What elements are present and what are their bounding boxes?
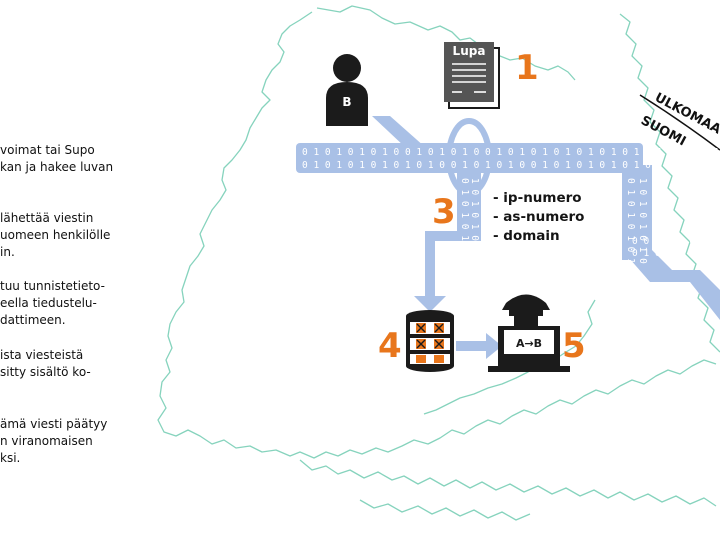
step-number-3: 3 <box>432 192 456 232</box>
left-paragraph-3-line-3: dattimeen. <box>0 313 66 327</box>
stream-down <box>425 231 435 299</box>
step-number-1: 1 <box>515 48 539 88</box>
arrow-to-db <box>414 296 446 312</box>
left-paragraph-3-line-1: tuu tunnistetieto- <box>0 279 105 293</box>
country-border-line <box>639 94 720 151</box>
search-term-as: - as-numero <box>493 209 585 225</box>
left-paragraph-1: voimat tai Supo kan ja hakee luvan <box>0 142 150 176</box>
left-paragraph-4: ista viesteistä sitty sisältö ko- <box>0 347 150 381</box>
person-b-icon: B <box>326 54 368 126</box>
stream-right-bend <box>622 250 720 320</box>
stream-tap-vertical <box>457 168 481 238</box>
left-paragraph-5-line-1: ämä viesti päätyy <box>0 417 108 431</box>
step-number-5: 5 <box>562 326 586 366</box>
left-paragraph-2: lähettää viestin uomeen henkilölle in. <box>0 210 150 261</box>
map-south-islands <box>299 459 717 521</box>
binary-vertical-mid: 0 1 0 1 0 1 <box>459 178 470 241</box>
binary-right-1: 0 0 1 0 1 0 1 0 1 0 <box>632 236 720 247</box>
interception-ring <box>446 118 492 196</box>
data-stream <box>296 116 720 359</box>
left-paragraph-2-line-2: uomeen henkilölle <box>0 228 111 242</box>
binary-row-1: 0 1 0 1 0 1 0 1 0 0 1 0 1 0 1 0 0 1 0 1 … <box>302 147 720 158</box>
stream-from-b <box>372 116 425 147</box>
stream-horizontal <box>296 143 643 173</box>
permit-label: Lupa <box>453 44 486 58</box>
analyst-officer-icon: A→B <box>488 294 570 372</box>
step-number-4: 4 <box>378 326 402 366</box>
left-paragraph-2-line-1: lähettää viestin <box>0 211 94 225</box>
left-paragraph-1-line-1: voimat tai Supo <box>0 143 95 157</box>
left-paragraph-4-line-2: sitty sisältö ko- <box>0 365 91 379</box>
stream-tap-horizontal <box>425 231 481 241</box>
left-paragraph-5-line-3: ksi. <box>0 451 21 465</box>
stream-right-vertical <box>622 165 652 260</box>
permit-document-icon: Lupa <box>444 42 500 109</box>
binary-vertical-mid-2: 1 0 1 0 1 0 <box>469 178 480 241</box>
left-paragraph-5: ämä viesti päätyy n viranomaisen ksi. <box>0 416 150 467</box>
binary-row-2: 0 1 0 1 0 1 0 1 0 1 0 1 0 0 1 0 1 0 1 0 … <box>302 160 720 171</box>
database-icon <box>406 310 454 372</box>
left-paragraph-2-line-3: in. <box>0 245 15 259</box>
map-west-coast <box>157 5 717 459</box>
map-east-border <box>619 13 720 353</box>
binary-vertical-right: 0 1 0 1 0 1 0 1 <box>625 178 636 264</box>
binary-digits: 0 1 0 1 0 1 0 1 0 0 1 0 1 0 1 0 0 1 0 1 … <box>302 147 720 264</box>
left-paragraph-1-line-2: kan ja hakee luvan <box>0 160 114 174</box>
arrow-to-analyst <box>486 333 502 359</box>
stream-db-to-screen <box>456 341 490 351</box>
ab-screen-label: A→B <box>516 337 542 350</box>
search-term-domain: - domain <box>493 228 560 244</box>
left-paragraph-3-line-2: eella tiedustelu- <box>0 296 97 310</box>
left-paragraph-4-line-1: ista viesteistä <box>0 348 84 362</box>
search-term-ip: - ip-numero <box>493 190 582 206</box>
person-b-label: B <box>342 95 351 109</box>
binary-right-2: 0 1 0 0 1 0 1 0 1 0 <box>632 248 720 259</box>
left-paragraph-3: tuu tunnistetieto- eella tiedustelu- dat… <box>0 278 150 329</box>
search-term-list: - ip-numero - as-numero - domain <box>493 189 584 246</box>
left-paragraph-5-line-2: n viranomaisen <box>0 434 93 448</box>
binary-vertical-right-2: 1 0 1 0 1 0 1 0 <box>637 178 648 264</box>
